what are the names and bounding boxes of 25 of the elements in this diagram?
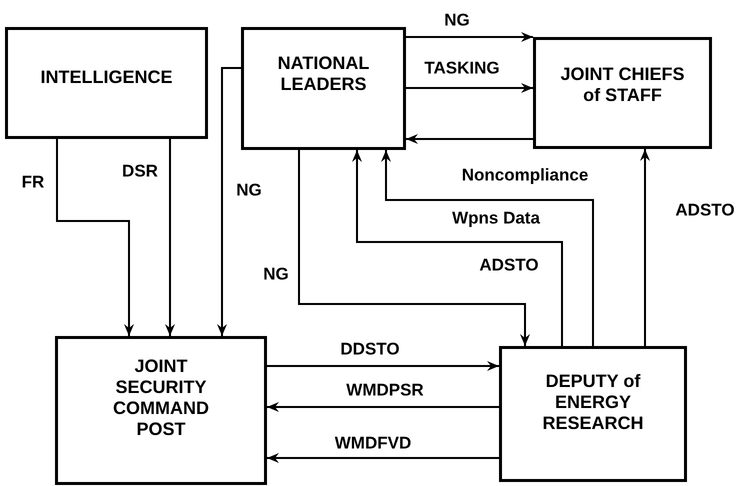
- arrow: [56, 139, 134, 336]
- arrow: [298, 150, 530, 346]
- arrow: [267, 402, 499, 412]
- process-box: [55, 336, 267, 485]
- arrow: [267, 453, 499, 463]
- arrow: [406, 83, 533, 93]
- arrow: [406, 134, 533, 144]
- edge-label: Wpns Data: [451, 208, 541, 228]
- box-label: JOINT SECURITY COMMAND POST: [112, 356, 210, 441]
- process-box: [499, 346, 687, 482]
- arrow: [267, 361, 499, 371]
- box-label: NATIONAL LEADERS: [276, 53, 370, 96]
- box-label: DEPUTY of ENERGY RESEARCH: [541, 371, 644, 435]
- arrow: [165, 139, 175, 336]
- edge-label: Noncompliance: [460, 166, 590, 184]
- arrow: [352, 150, 563, 346]
- box-label: JOINT CHIEFS of STAFF: [559, 64, 686, 107]
- arrow: [640, 149, 650, 346]
- arrow: [217, 67, 241, 336]
- process-box: [533, 37, 712, 149]
- process-box: [5, 27, 208, 139]
- arrow: [381, 150, 594, 346]
- arrow: [406, 32, 533, 42]
- process-box: [241, 27, 406, 150]
- box-label: INTELLIGENCE: [40, 67, 172, 89]
